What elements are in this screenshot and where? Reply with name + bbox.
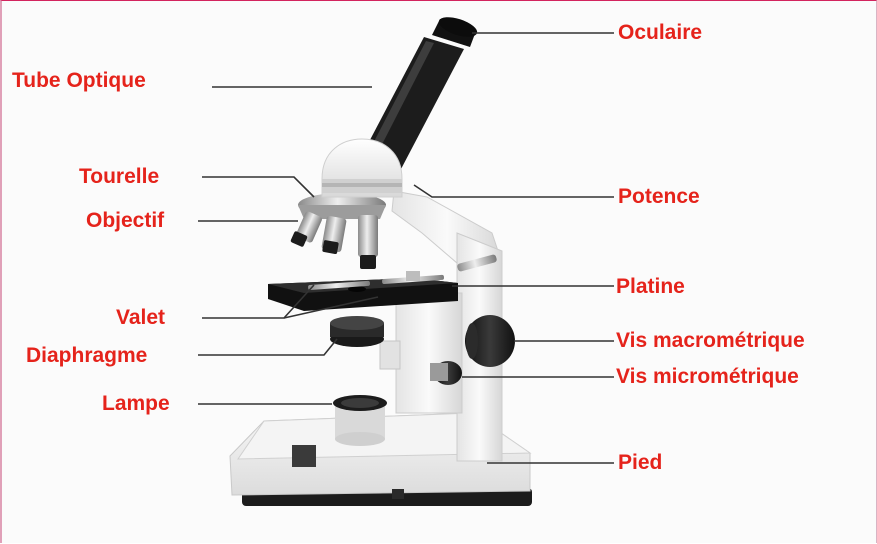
label-objectif: Objectif <box>86 209 164 233</box>
label-diaphragme: Diaphragme <box>26 344 147 368</box>
lampe-shape <box>333 395 387 446</box>
label-vis-macrometrique: Vis macrométrique <box>616 329 805 353</box>
leader-potence <box>414 185 614 197</box>
label-valet: Valet <box>116 306 165 330</box>
label-platine: Platine <box>616 275 685 299</box>
label-pied: Pied <box>618 451 662 475</box>
label-oculaire: Oculaire <box>618 21 702 45</box>
label-tube-optique: Tube Optique <box>12 69 146 93</box>
objectif-shape <box>290 211 378 269</box>
label-potence: Potence <box>618 185 700 209</box>
diaphragme-shape <box>330 316 384 347</box>
label-lampe: Lampe <box>102 392 170 416</box>
leader-tourelle <box>202 177 314 197</box>
leader-diaphragme <box>198 339 337 355</box>
label-tourelle: Tourelle <box>79 165 159 189</box>
label-vis-micrometrique: Vis micrométrique <box>616 365 799 389</box>
